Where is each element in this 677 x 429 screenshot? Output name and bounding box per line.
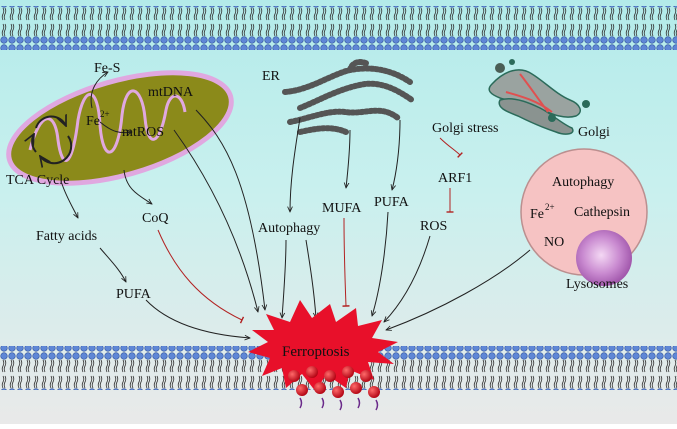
pathway-arrows — [61, 72, 531, 338]
label-coq: CoQ — [142, 211, 168, 226]
label-pufa-mid: PUFA — [374, 195, 410, 210]
tca-cycle-arrows — [32, 116, 73, 163]
label-lysosome-cathepsin: Cathepsin — [574, 205, 630, 220]
lysosome — [520, 148, 648, 286]
label-lysosome-no: NO — [544, 235, 564, 250]
golgi-apparatus — [488, 59, 590, 135]
label-golgi-stress: Golgi stress — [432, 121, 499, 136]
label-fe-superscript: 2+ — [100, 109, 110, 119]
label-ros: ROS — [420, 219, 447, 234]
label-mtros: mtROS — [122, 125, 164, 140]
label-mufa: MUFA — [322, 201, 362, 216]
label-fe-s: Fe-S — [94, 61, 120, 76]
label-lysosome-autophagy: Autophagy — [552, 175, 614, 190]
lipid-droplets — [288, 366, 380, 411]
label-pufa-left: PUFA — [116, 287, 152, 302]
label-ferroptosis: Ferroptosis — [282, 344, 350, 360]
label-tca-cycle: TCA Cycle — [6, 173, 69, 188]
top-lipid-bilayer — [0, 6, 677, 50]
label-lysosome-fe-superscript: 2+ — [545, 202, 555, 212]
mitochondrion — [6, 70, 234, 186]
label-arf1: ARF1 — [438, 171, 472, 186]
endoplasmic-reticulum — [282, 59, 415, 135]
label-mtdna: mtDNA — [148, 85, 194, 100]
inhibition-lines — [157, 137, 463, 324]
label-golgi: Golgi — [578, 125, 610, 140]
label-autophagy-mid: Autophagy — [258, 221, 320, 236]
label-fatty-acids: Fatty acids — [36, 229, 97, 244]
label-fe: Fe — [86, 114, 100, 129]
label-lysosome-fe: Fe — [530, 207, 544, 222]
ferroptosis-burst — [248, 300, 398, 392]
label-lysosomes: Lysosomes — [566, 277, 628, 292]
label-er: ER — [262, 69, 281, 84]
